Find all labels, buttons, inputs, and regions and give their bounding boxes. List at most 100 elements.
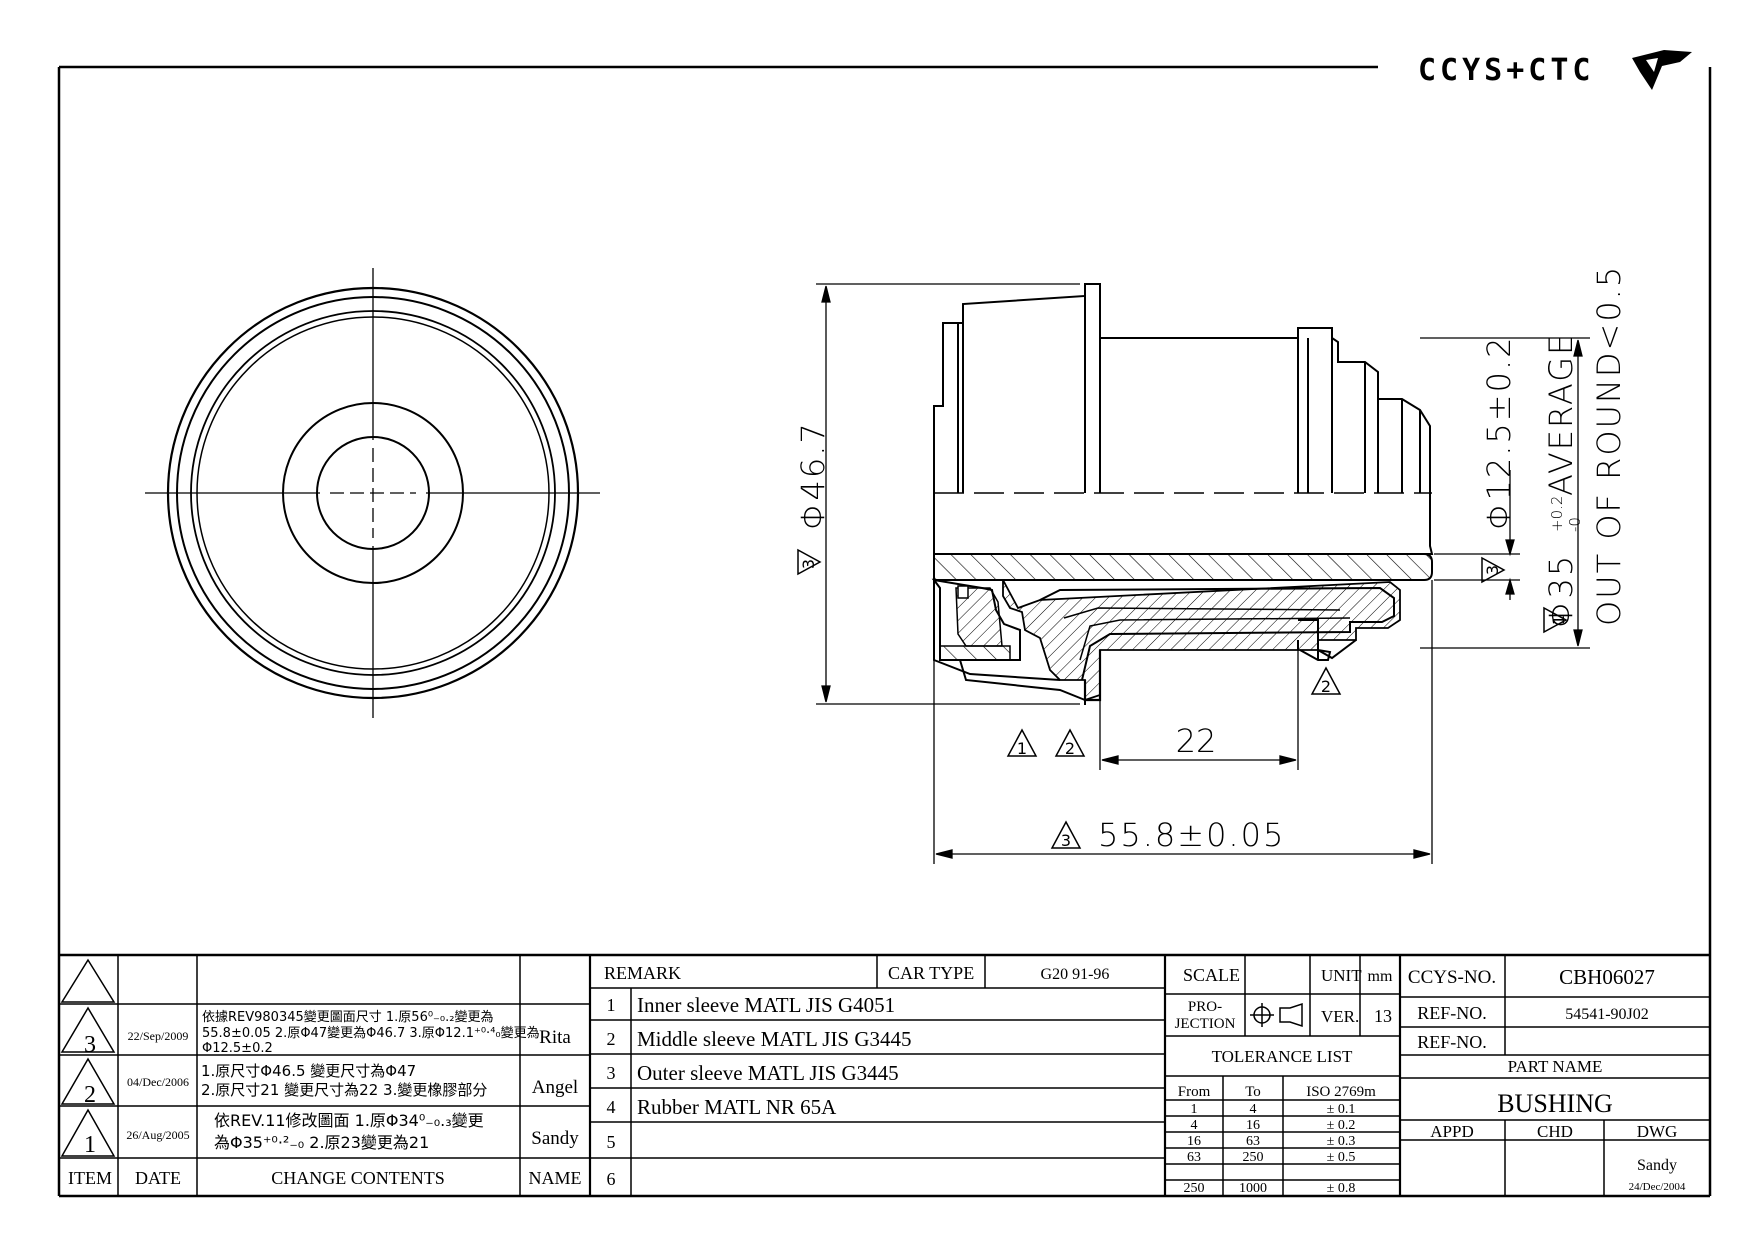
dim-sleeve-tol-upper: +0.2 [1548, 496, 1566, 532]
rev-marker-3c [1050, 820, 1082, 849]
front-view [145, 268, 600, 718]
rev-marker-2b [1054, 728, 1086, 757]
svg-text:4: 4 [1191, 1118, 1198, 1133]
rev-item-1: 1 [84, 1132, 96, 1158]
rev-item-2: 2 [84, 1082, 96, 1108]
title-block: CCYS-NO. CBH06027 REF-NO. 54541-90J02 RE… [1408, 965, 1686, 1193]
chd-label: CHD [1537, 1122, 1573, 1141]
remark-no-5: 5 [607, 1132, 616, 1152]
section-view [931, 283, 1434, 705]
appd-label: APPD [1430, 1122, 1473, 1141]
ccys-no-value: CBH06027 [1559, 965, 1655, 989]
remark-text-1: Inner sleeve MATL JIS G4051 [637, 993, 895, 1017]
unit-label: UNIT [1321, 966, 1362, 985]
remark-text-4: Rubber MATL NR 65A [637, 1095, 837, 1119]
rev-date-1: 26/Aug/2005 [126, 1128, 189, 1142]
revision-table: 3 2 1 22/Sep/2009 04/Dec/2006 26/Aug/200… [68, 1009, 582, 1188]
remark-table: REMARK CAR TYPE G20 91-96 1 2 3 4 5 6 In… [604, 963, 1109, 1189]
svg-text:16: 16 [1246, 1118, 1260, 1133]
rev-content-1-l2: 為Φ35⁺⁰·²₋₀ 2.原23變更為21 [214, 1133, 429, 1152]
revision-marker-numbers: 3 3 1 2 1 2 3 [799, 559, 1568, 850]
svg-text:63: 63 [1246, 1134, 1260, 1149]
border-frame [57, 65, 1712, 1198]
ref-no2-label: REF-NO. [1417, 1032, 1487, 1052]
svg-text:3: 3 [799, 559, 818, 569]
remark-no-2: 2 [607, 1029, 616, 1049]
dim-bore-diameter: Φ12.5±0.2 [1480, 336, 1518, 530]
tol-header-to: To [1245, 1084, 1261, 1100]
dim-sleeve-diameter: Φ35 [1542, 554, 1580, 628]
svg-text:4: 4 [1250, 1102, 1257, 1117]
svg-text:250: 250 [1243, 1150, 1264, 1165]
svg-text:± 0.5: ± 0.5 [1327, 1150, 1356, 1165]
svg-text:2: 2 [1065, 739, 1075, 758]
remark-no-6: 6 [607, 1169, 616, 1189]
svg-text:63: 63 [1187, 1150, 1201, 1165]
rev-date-2: 04/Dec/2006 [127, 1075, 189, 1089]
ver-value: 13 [1374, 1006, 1392, 1026]
remark-no-1: 1 [607, 995, 616, 1015]
rev-header-name: NAME [529, 1168, 582, 1188]
tolerance-title: TOLERANCE LIST [1212, 1047, 1353, 1066]
remark-no-3: 3 [607, 1063, 616, 1083]
svg-text:± 0.8: ± 0.8 [1327, 1181, 1356, 1196]
spec-table: SCALE UNIT mm PRO- JECTION VER. 13 TOLER… [1175, 965, 1393, 1196]
svg-text:1: 1 [1017, 739, 1027, 758]
projection-label-2: JECTION [1175, 1016, 1236, 1032]
rev-header-date: DATE [135, 1168, 181, 1188]
ver-label: VER. [1321, 1007, 1359, 1026]
rev-item-3: 3 [84, 1032, 96, 1058]
dim-sleeve-note1: AVERAGE [1542, 333, 1580, 496]
rev-content-3-l3: Φ12.5±0.2 [202, 1041, 273, 1056]
dim-length-22: 22 [1176, 722, 1217, 760]
svg-text:± 0.1: ± 0.1 [1327, 1102, 1356, 1117]
rev-header-content: CHANGE CONTENTS [271, 1168, 445, 1188]
logo-emblem-icon [1632, 50, 1692, 90]
svg-text:3: 3 [1061, 831, 1071, 850]
rev-marker-3b [1481, 556, 1506, 584]
dwg-date: 24/Dec/2004 [1629, 1181, 1686, 1193]
scale-label: SCALE [1183, 965, 1240, 985]
rev-content-3-l1: 依據REV980345變更圖面尺寸 1.原56⁰₋₀.₂變更為 [202, 1009, 493, 1025]
remark-text-2: Middle sleeve MATL JIS G3445 [637, 1027, 912, 1051]
rev-marker-2a [1310, 666, 1342, 695]
rev-date-3: 22/Sep/2009 [128, 1029, 189, 1043]
dim-total-length: 55.8±0.05 [1098, 816, 1285, 854]
dimension-labels: Φ46.7 Φ12.5±0.2 Φ35 +0.2 -0 AVERAGE OUT … [794, 265, 1628, 854]
rev-content-2-l2: 2.原尺寸21 變更尺寸為22 3.變更橡膠部分 [201, 1081, 487, 1099]
tol-header-iso: ISO 2769m [1306, 1084, 1376, 1100]
rev-content-2-l1: 1.原尺寸Φ46.5 變更尺寸為Φ47 [201, 1062, 416, 1080]
dwg-label: DWG [1637, 1122, 1678, 1141]
svg-text:2: 2 [1321, 677, 1331, 696]
remark-label: REMARK [604, 963, 681, 983]
rev-header-item: ITEM [68, 1168, 112, 1188]
rev-content-1-l1: 依REV.11修改圖面 1.原Φ34⁰₋₀.₃變更 [214, 1111, 484, 1130]
rev-content-3-l2: 55.8±0.05 2.原Φ47變更為Φ46.7 3.原Φ12.1⁺⁰·⁴₀變更… [202, 1025, 540, 1041]
unit-value: mm [1368, 968, 1393, 985]
rev-name-2: Angel [532, 1077, 578, 1098]
ref-no-label: REF-NO. [1417, 1003, 1487, 1023]
car-type-value: G20 91-96 [1041, 966, 1110, 983]
company-logo: CCYS+CTC [1418, 50, 1692, 90]
remark-no-4: 4 [607, 1097, 616, 1117]
revision-markers [797, 548, 1568, 849]
car-type-label: CAR TYPE [888, 963, 974, 983]
remark-text-3: Outer sleeve MATL JIS G3445 [637, 1061, 899, 1085]
svg-text:1: 1 [1191, 1102, 1198, 1117]
dim-sleeve-tol-lower: -0 [1566, 517, 1584, 532]
ref-no-value: 54541-90J02 [1565, 1006, 1649, 1023]
projection-label-1: PRO- [1188, 999, 1222, 1015]
rev-name-3: Rita [539, 1027, 571, 1048]
svg-text:16: 16 [1187, 1134, 1201, 1149]
logo-text: CCYS+CTC [1418, 53, 1595, 88]
ccys-no-label: CCYS-NO. [1408, 967, 1496, 988]
svg-text:± 0.2: ± 0.2 [1327, 1118, 1356, 1133]
rev-name-1: Sandy [531, 1128, 579, 1149]
svg-text:1: 1 [1549, 615, 1568, 625]
svg-text:1000: 1000 [1239, 1181, 1267, 1196]
rev-marker-1a [1543, 606, 1568, 634]
svg-text:250: 250 [1184, 1181, 1205, 1196]
rev-marker-1b [1006, 728, 1038, 757]
rev-marker-3 [797, 548, 822, 576]
